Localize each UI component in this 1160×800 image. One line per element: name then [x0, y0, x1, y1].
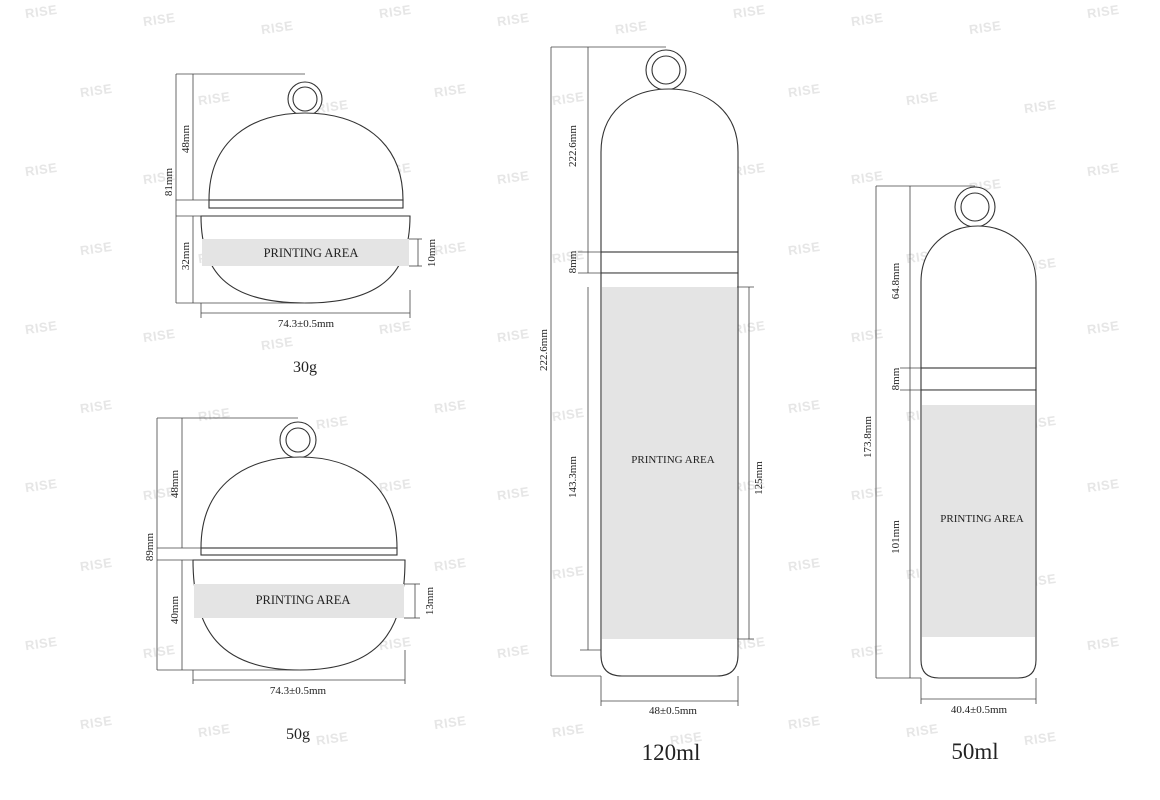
hang-ring-hole — [292, 86, 318, 112]
printing-area-label: PRINTING AREA — [631, 454, 714, 466]
bottle-collar — [600, 251, 739, 274]
body-height-label: 143.3mm — [567, 456, 579, 498]
total-height-label: 89mm — [144, 533, 156, 562]
diameter-label: 40.4±0.5mm — [951, 704, 1008, 716]
printing-area — [202, 239, 409, 266]
dome-cap — [208, 112, 404, 201]
bottle-cap — [600, 88, 739, 253]
hang-ring-hole — [651, 55, 681, 85]
bottle-cap — [920, 225, 1037, 369]
diameter-label: 48±0.5mm — [649, 705, 697, 717]
cap-height-label: 48mm — [169, 470, 181, 499]
jar-30g: PRINTING AREA 81mm 48mm 32mm 10mm 74.3±0… — [163, 73, 438, 376]
cap-height-label: 222.6mm — [567, 125, 579, 167]
cap-height-label: 64.8mm — [890, 262, 902, 299]
printing-area-label: PRINTING AREA — [264, 246, 359, 260]
hang-ring-hole — [285, 427, 311, 453]
base-height-label: 40mm — [169, 596, 181, 625]
dome-cap — [200, 456, 398, 549]
capacity-label: 120ml — [642, 740, 701, 765]
diameter-label: 74.3±0.5mm — [278, 318, 335, 330]
capacity-label: 50g — [286, 726, 310, 743]
jar-50g: PRINTING AREA 89mm 48mm 40mm 13mm 74.3±0… — [144, 417, 436, 743]
base-height-label: 32mm — [180, 242, 192, 271]
bottle-50ml: PRINTING AREA 173.8mm 64.8mm 8mm 101mm 4… — [862, 185, 1037, 764]
bottle-120ml: PRINTING AREA 222.6mm 222.6mm 8mm 143.3m… — [538, 46, 765, 765]
capacity-label: 30g — [293, 359, 317, 376]
cap-height-label: 48mm — [180, 125, 192, 154]
hang-ring-hole — [960, 192, 990, 222]
diameter-label: 74.3±0.5mm — [270, 685, 327, 697]
printing-area — [194, 584, 404, 618]
print-height-label: 125mm — [753, 461, 765, 495]
cap-rim — [200, 547, 398, 556]
printing-area — [602, 287, 737, 639]
print-height-label: 10mm — [426, 239, 438, 268]
collar-height-label: 8mm — [890, 367, 902, 390]
printing-area-label: PRINTING AREA — [256, 593, 351, 607]
print-height-label: 13mm — [424, 587, 436, 616]
total-height-label: 173.8mm — [862, 416, 874, 458]
total-height-label: 222.6mm — [538, 329, 550, 371]
body-height-label: 101mm — [890, 520, 902, 554]
bottle-collar — [920, 367, 1037, 391]
collar-height-label: 8mm — [567, 250, 579, 273]
cap-rim — [208, 199, 404, 209]
printing-area — [922, 405, 1035, 637]
total-height-label: 81mm — [163, 168, 175, 197]
printing-area-label: PRINTING AREA — [940, 513, 1023, 525]
capacity-label: 50ml — [951, 739, 998, 764]
